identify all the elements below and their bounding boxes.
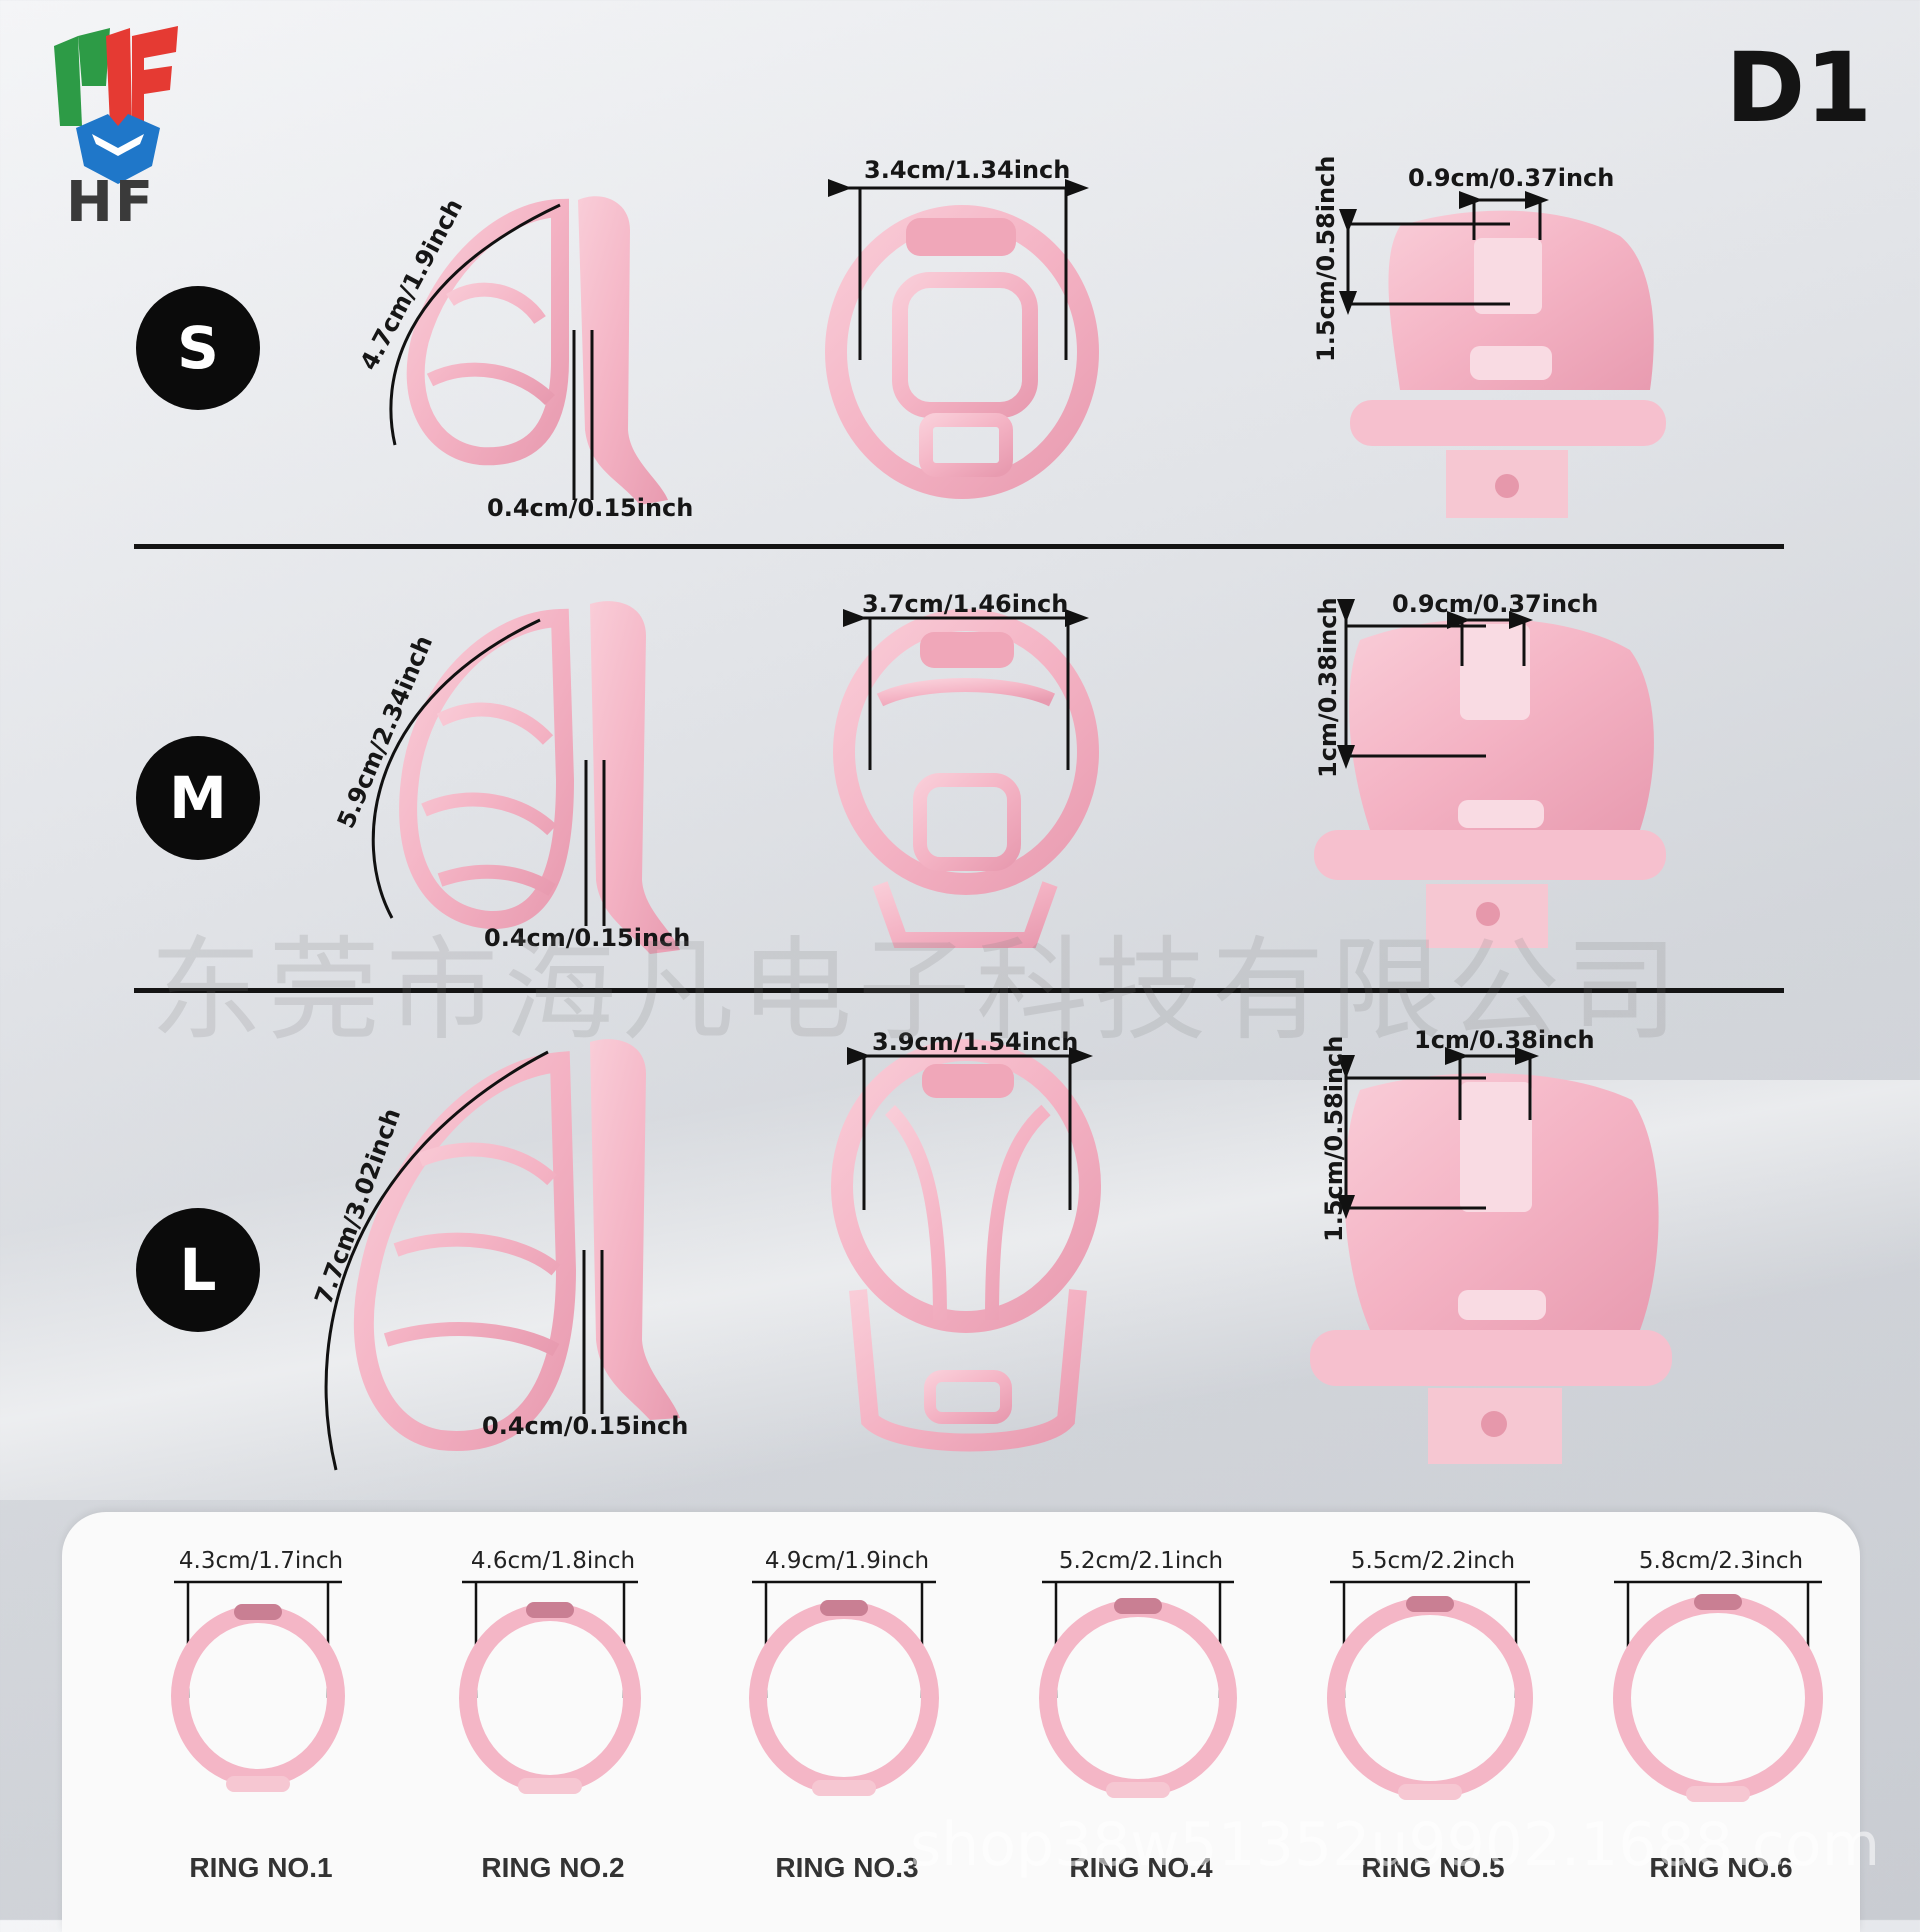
dim-front-width-l: 3.9cm/1.54inch <box>872 1028 1078 1056</box>
dim-thickness-m: 0.4cm/0.15inch <box>484 924 690 952</box>
ring-diameter: 4.3cm/1.7inch <box>178 1548 344 1574</box>
ring-diameter: 5.8cm/2.3inch <box>1638 1548 1804 1574</box>
ring-name: RING NO.2 <box>481 1852 625 1883</box>
dim-back-slot-width-s: 0.9cm/0.37inch <box>1408 164 1614 192</box>
side-view-s <box>406 196 668 505</box>
ring-icon <box>171 1580 345 1792</box>
ring-diameter: 4.6cm/1.8inch <box>470 1548 636 1574</box>
ring-item: 5.5cm/2.2inch RING NO.5 <box>1288 1512 1578 1922</box>
ring-diameter: 5.5cm/2.2inch <box>1350 1548 1516 1574</box>
side-view-m <box>399 601 680 954</box>
back-view-l <box>1310 1073 1672 1464</box>
model-code: D1 <box>1725 32 1872 144</box>
ring-item: 4.9cm/1.9inch RING NO.3 <box>702 1512 992 1922</box>
back-view-m <box>1314 618 1666 948</box>
dim-back-slot-width-l: 1cm/0.38inch <box>1414 1026 1595 1054</box>
dim-back-slot-height-m: 1cm/0.38inch <box>1314 597 1342 778</box>
ring-item: 4.6cm/1.8inch RING NO.2 <box>408 1512 698 1922</box>
back-view-s <box>1350 210 1666 518</box>
row-divider <box>134 988 1784 993</box>
size-badge-s: S <box>136 286 260 410</box>
ring-name: RING NO.1 <box>189 1852 333 1883</box>
dim-front-width-m: 3.7cm/1.46inch <box>862 590 1068 618</box>
dim-thickness-s: 0.4cm/0.15inch <box>487 494 693 522</box>
row-divider <box>134 544 1784 549</box>
dim-arc <box>389 203 561 446</box>
dim-thickness-l: 0.4cm/0.15inch <box>482 1412 688 1440</box>
ring-icon <box>1613 1580 1823 1802</box>
ring-icon <box>459 1580 641 1794</box>
front-view-l <box>831 1039 1101 1452</box>
dim-back-slot-height-l: 1.5cm/0.58inch <box>1320 1036 1348 1242</box>
dim-arc <box>324 1050 549 1471</box>
shop-watermark: shop38w51352u9902.1688.com <box>910 1810 1881 1880</box>
ring-name: RING NO.4 <box>1069 1852 1213 1883</box>
size-badge-l: L <box>136 1208 260 1332</box>
company-watermark: 东莞市海凡电子科技有限公司 <box>150 926 1684 1056</box>
dim-arc <box>371 618 541 919</box>
ring-name: RING NO.5 <box>1361 1852 1505 1883</box>
ring-name: RING NO.6 <box>1649 1852 1793 1883</box>
ring-icon <box>1327 1580 1533 1800</box>
ring-name: RING NO.3 <box>775 1852 919 1883</box>
rings-panel: 4.3cm/1.7inch RING NO.1 4.6cm/1.8inch RI… <box>62 1512 1860 1932</box>
ring-item: 4.3cm/1.7inch RING NO.1 <box>116 1512 406 1922</box>
ring-item: 5.8cm/2.3inch RING NO.6 <box>1576 1512 1866 1922</box>
front-view-s <box>825 205 1099 499</box>
front-view-m <box>833 609 1099 948</box>
dim-back-slot-width-m: 0.9cm/0.37inch <box>1392 590 1598 618</box>
ring-item: 5.2cm/2.1inch RING NO.4 <box>996 1512 1286 1922</box>
ring-icon <box>749 1580 939 1796</box>
ring-icon <box>1039 1580 1237 1798</box>
hf-logo-icon <box>54 26 178 184</box>
ring-diameter: 5.2cm/2.1inch <box>1058 1548 1224 1574</box>
size-badge-m: M <box>136 736 260 860</box>
side-view-l <box>353 1039 680 1451</box>
ring-diameter: 4.9cm/1.9inch <box>764 1548 930 1574</box>
dim-front-width-s: 3.4cm/1.34inch <box>864 156 1070 184</box>
dim-back-slot-height-s: 1.5cm/0.58inch <box>1312 156 1340 362</box>
logo-text: HF <box>66 170 156 235</box>
product-diagram: 4.7cm/1.9inch 0.4cm/0.15inch 3.4cm/1.34i… <box>309 156 1672 1471</box>
